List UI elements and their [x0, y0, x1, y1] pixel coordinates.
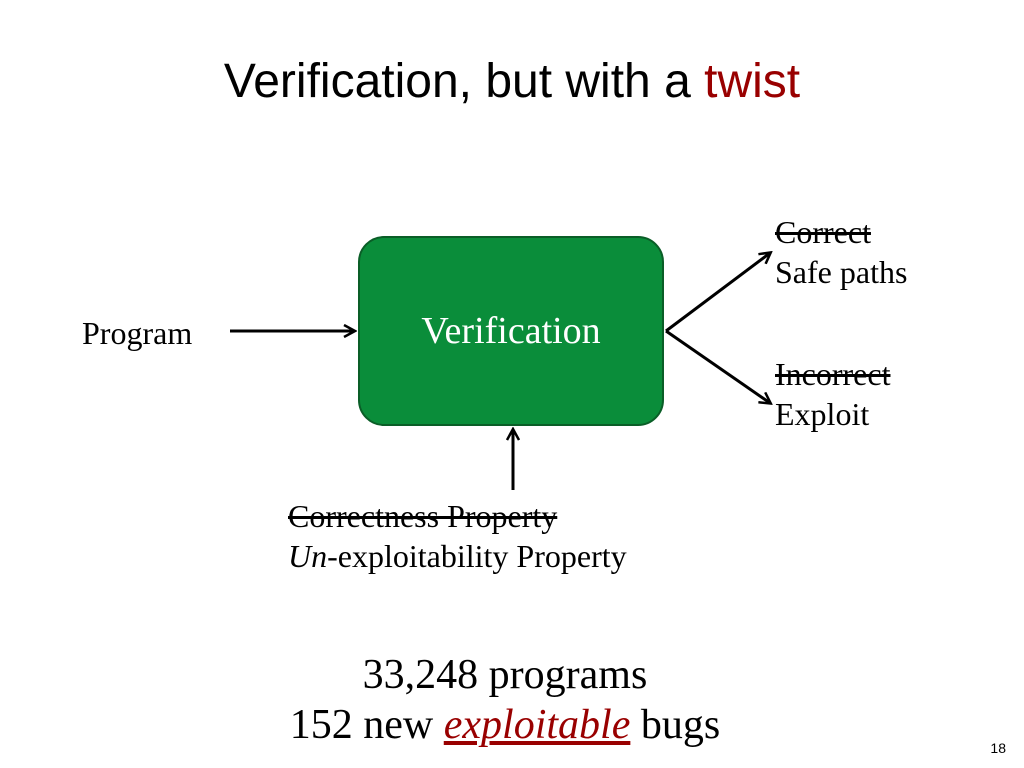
unexploitability-rest: -exploitability Property: [327, 538, 627, 574]
output-top: Correct Safe paths: [775, 212, 907, 292]
un-prefix: Un: [288, 538, 328, 574]
verification-box: Verification: [358, 236, 664, 426]
title-prefix: Verification, but with a: [223, 55, 705, 108]
output-arrow-top: [665, 253, 770, 333]
correctness-property-struck: Correctness Property: [288, 498, 558, 534]
stats-block: 33,248 programs 152 new exploitable bugs: [0, 650, 1010, 750]
title-accent: twist: [704, 55, 801, 108]
programs-count: 33,248 programs: [362, 652, 648, 698]
output-bottom: Incorrect Exploit: [775, 354, 890, 434]
output-arrow-bottom: [665, 329, 770, 403]
verification-label: Verification: [421, 310, 601, 352]
incorrect-struck-label: Incorrect: [775, 356, 891, 392]
slide-number: 18: [990, 740, 1006, 756]
exploitable-emphasis: exploitable: [443, 702, 631, 748]
bugs-suffix: bugs: [630, 702, 721, 748]
correct-struck-label: Correct: [775, 214, 871, 250]
bugs-prefix: 152 new: [289, 702, 444, 748]
unexploitability-property: Un-exploitability Property: [288, 536, 627, 576]
program-label: Program: [82, 315, 193, 351]
safe-paths-label: Safe paths: [775, 254, 908, 290]
exploit-label: Exploit: [775, 396, 870, 432]
property-label: Correctness Property Un-exploitability P…: [288, 496, 627, 576]
bugs-line: 152 new exploitable bugs: [0, 700, 1010, 750]
slide-title: Verification, but with a twist: [0, 50, 1024, 114]
